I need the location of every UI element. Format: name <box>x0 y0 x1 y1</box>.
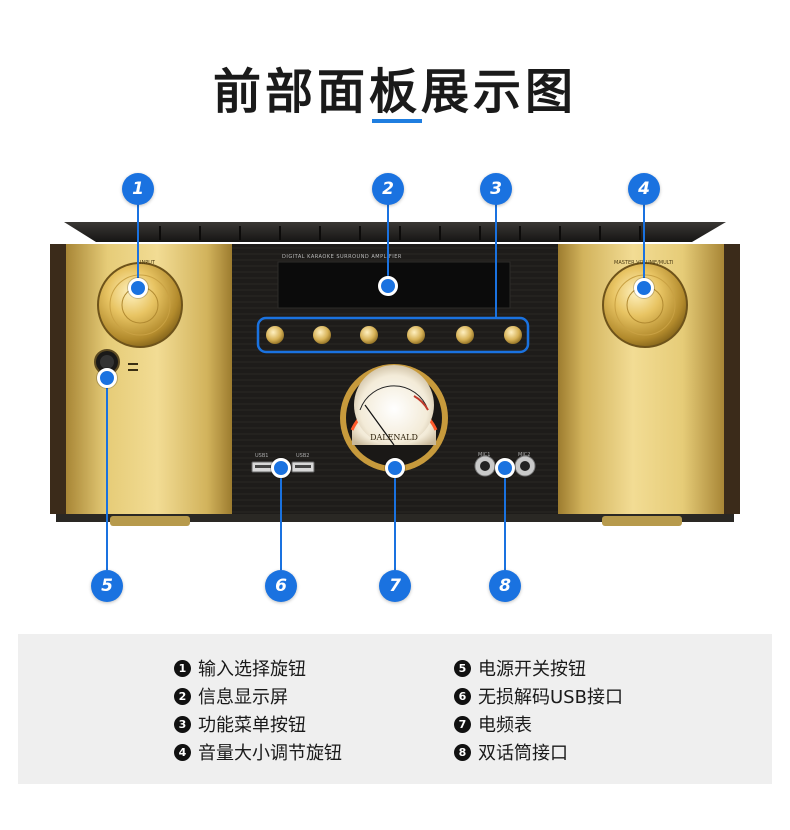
callout-1: 1 <box>122 173 154 205</box>
legend-label: 输入选择旋钮 <box>198 659 306 680</box>
legend-number-badge: 1 <box>174 659 191 677</box>
leader-line-3 <box>495 204 497 318</box>
legend-item: 1 输入选择旋钮 <box>174 654 342 682</box>
legend-item: 5 电源开关按钮 <box>454 654 623 682</box>
callout-7: 7 <box>379 570 411 602</box>
pointer-dot-2 <box>378 276 398 296</box>
pointer-dot-6 <box>271 458 291 478</box>
legend-item: 4 音量大小调节旋钮 <box>174 738 342 766</box>
legend-item: 7 电频表 <box>454 710 623 738</box>
legend-label: 电频表 <box>478 715 532 736</box>
leader-line-4 <box>643 204 645 288</box>
leader-line-6 <box>280 478 282 570</box>
legend-label: 双话筒接口 <box>478 743 568 764</box>
input-knob-label: INPUT <box>140 260 155 266</box>
pointer-dot-8 <box>495 458 515 478</box>
legend-label: 电源开关按钮 <box>478 659 586 680</box>
legend-label: 功能菜单按钮 <box>198 715 306 736</box>
usb1-label: USB1 <box>255 453 269 459</box>
callout-6: 6 <box>265 570 297 602</box>
leader-line-5 <box>106 386 108 570</box>
display-caption: DIGITAL KARAOKE SURROUND AMPLIFIER <box>282 254 402 260</box>
pointer-dot-4 <box>634 278 654 298</box>
callout-8: 8 <box>489 570 521 602</box>
usb2-label: USB2 <box>296 453 310 459</box>
mic2-label: MIC2 <box>518 452 531 458</box>
legend-item: 6 无损解码USB接口 <box>454 682 623 710</box>
legend-item: 8 双话筒接口 <box>454 738 623 766</box>
legend-number-badge: 3 <box>174 715 191 733</box>
leader-line-8 <box>504 478 506 570</box>
legend-label: 信息显示屏 <box>198 687 288 708</box>
legend-number-badge: 8 <box>454 743 471 761</box>
legend-number-badge: 6 <box>454 687 471 705</box>
pointer-dot-7 <box>385 458 405 478</box>
legend-label: 音量大小调节旋钮 <box>198 743 342 764</box>
callout-5: 5 <box>91 570 123 602</box>
pointer-dot-1 <box>128 278 148 298</box>
legend-label: 无损解码USB接口 <box>478 687 623 708</box>
title-underline <box>372 119 422 123</box>
leader-line-1 <box>137 204 139 288</box>
legend-column-left: 1 输入选择旋钮 2 信息显示屏 3 功能菜单按钮 4 音量大小调节旋钮 <box>174 654 342 766</box>
legend-item: 2 信息显示屏 <box>174 682 342 710</box>
legend-number-badge: 5 <box>454 659 471 677</box>
leader-line-2 <box>387 204 389 282</box>
mic1-label: MIC1 <box>478 452 491 458</box>
leader-line-7 <box>394 478 396 570</box>
callout-4: 4 <box>628 173 660 205</box>
legend-number-badge: 2 <box>174 687 191 705</box>
legend-panel: 1 输入选择旋钮 2 信息显示屏 3 功能菜单按钮 4 音量大小调节旋钮 5 电… <box>18 634 772 784</box>
callout-3: 3 <box>480 173 512 205</box>
pointer-dot-5 <box>97 368 117 388</box>
legend-column-right: 5 电源开关按钮 6 无损解码USB接口 7 电频表 8 双话筒接口 <box>454 654 623 766</box>
legend-number-badge: 4 <box>174 743 191 761</box>
legend-item: 3 功能菜单按钮 <box>174 710 342 738</box>
meter-brand-label: DALENALD <box>370 433 418 442</box>
callout-2: 2 <box>372 173 404 205</box>
legend-number-badge: 7 <box>454 715 471 733</box>
page-title: 前部面板展示图 <box>212 64 577 120</box>
